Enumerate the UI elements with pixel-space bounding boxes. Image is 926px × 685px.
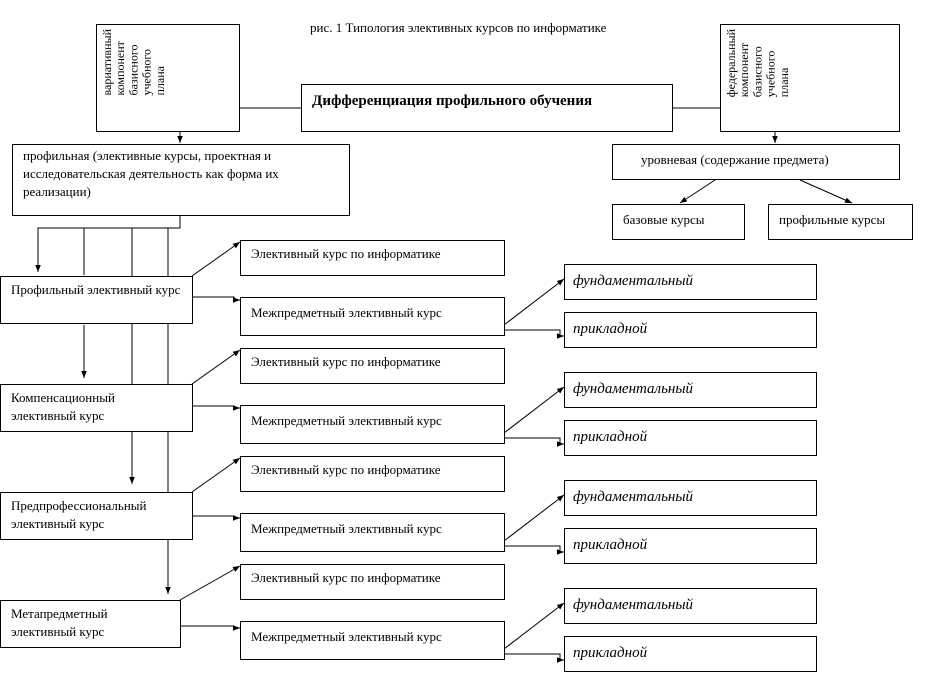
interdisciplinary-course-box: Межпредметный элективный курс [240, 513, 505, 552]
informatics-course-label: Элективный курс по информатике [251, 570, 441, 585]
applied-label: прикладной [573, 429, 648, 445]
applied-box: прикладной [564, 636, 817, 672]
level-branch-label: уровневая (содержание предмета) [641, 152, 829, 167]
course-type-box: Предпрофессиональный элективный курс [0, 492, 193, 540]
arrow-level-profile-courses [799, 179, 853, 204]
informatics-course-box: Элективный курс по информатике [240, 456, 505, 492]
profile-branch-label: профильная (элективные курсы, проектная … [23, 148, 279, 200]
informatics-course-box: Элективный курс по информатике [240, 348, 505, 384]
fundamental-box: фундаментальный [564, 480, 817, 516]
applied-box: прикладной [564, 312, 817, 348]
variative-component-box: вариативный компонент базисного учебного… [96, 24, 240, 132]
fundamental-box: фундаментальный [564, 372, 817, 408]
profile-courses-box: профильные курсы [768, 204, 913, 240]
interdisciplinary-course-label: Межпредметный элективный курс [251, 629, 442, 644]
root-differentiation-label: Дифференциация профильного обучения [312, 93, 593, 109]
course-type-box: Компенсационный элективный курс [0, 384, 193, 432]
trunk-top [35, 216, 181, 272]
informatics-course-box: Элективный курс по информатике [240, 564, 505, 600]
interdisciplinary-course-box: Межпредметный элективный курс [240, 621, 505, 660]
fundamental-label: фундаментальный [573, 597, 693, 613]
level-branch-box: уровневая (содержание предмета) [612, 144, 900, 180]
fundamental-label: фундаментальный [573, 381, 693, 397]
course-type-label: Профильный элективный курс [11, 282, 181, 297]
base-courses-label: базовые курсы [623, 212, 705, 227]
informatics-course-box: Элективный курс по информатике [240, 240, 505, 276]
applied-label: прикладной [573, 321, 648, 337]
course-type-label: Метапредметный элективный курс [11, 606, 108, 640]
interdisciplinary-course-label: Межпредметный элективный курс [251, 413, 442, 428]
arrow-level-base [679, 179, 716, 204]
federal-component-label: федеральный компонент базисного учебного… [724, 29, 791, 98]
informatics-course-label: Элективный курс по информатике [251, 462, 441, 477]
course-type-box: Метапредметный элективный курс [0, 600, 181, 648]
fundamental-box: фундаментальный [564, 588, 817, 624]
federal-component-box: федеральный компонент базисного учебного… [720, 24, 900, 132]
profile-courses-label: профильные курсы [779, 212, 886, 227]
informatics-course-label: Элективный курс по информатике [251, 246, 441, 261]
fundamental-label: фундаментальный [573, 489, 693, 505]
base-courses-box: базовые курсы [612, 204, 745, 240]
interdisciplinary-course-box: Межпредметный элективный курс [240, 405, 505, 444]
course-type-box: Профильный элективный курс [0, 276, 193, 324]
course-type-label: Компенсационный элективный курс [11, 390, 115, 424]
root-differentiation-box: Дифференциация профильного обучения [301, 84, 673, 132]
variative-component-label: вариативный компонент базисного учебного… [100, 29, 167, 96]
applied-label: прикладной [573, 645, 648, 661]
interdisciplinary-course-label: Межпредметный элективный курс [251, 521, 442, 536]
profile-branch-box: профильная (элективные курсы, проектная … [12, 144, 350, 216]
informatics-course-label: Элективный курс по информатике [251, 354, 441, 369]
figure-caption: рис. 1 Типология элективных курсов по ин… [310, 20, 607, 35]
fundamental-label: фундаментальный [573, 273, 693, 289]
course-type-label: Предпрофессиональный элективный курс [11, 498, 147, 532]
interdisciplinary-course-label: Межпредметный элективный курс [251, 305, 442, 320]
connector-variative-root [235, 24, 301, 109]
applied-box: прикладной [564, 528, 817, 564]
interdisciplinary-course-box: Межпредметный элективный курс [240, 297, 505, 336]
applied-label: прикладной [573, 537, 648, 553]
fundamental-box: фундаментальный [564, 264, 817, 300]
applied-box: прикладной [564, 420, 817, 456]
